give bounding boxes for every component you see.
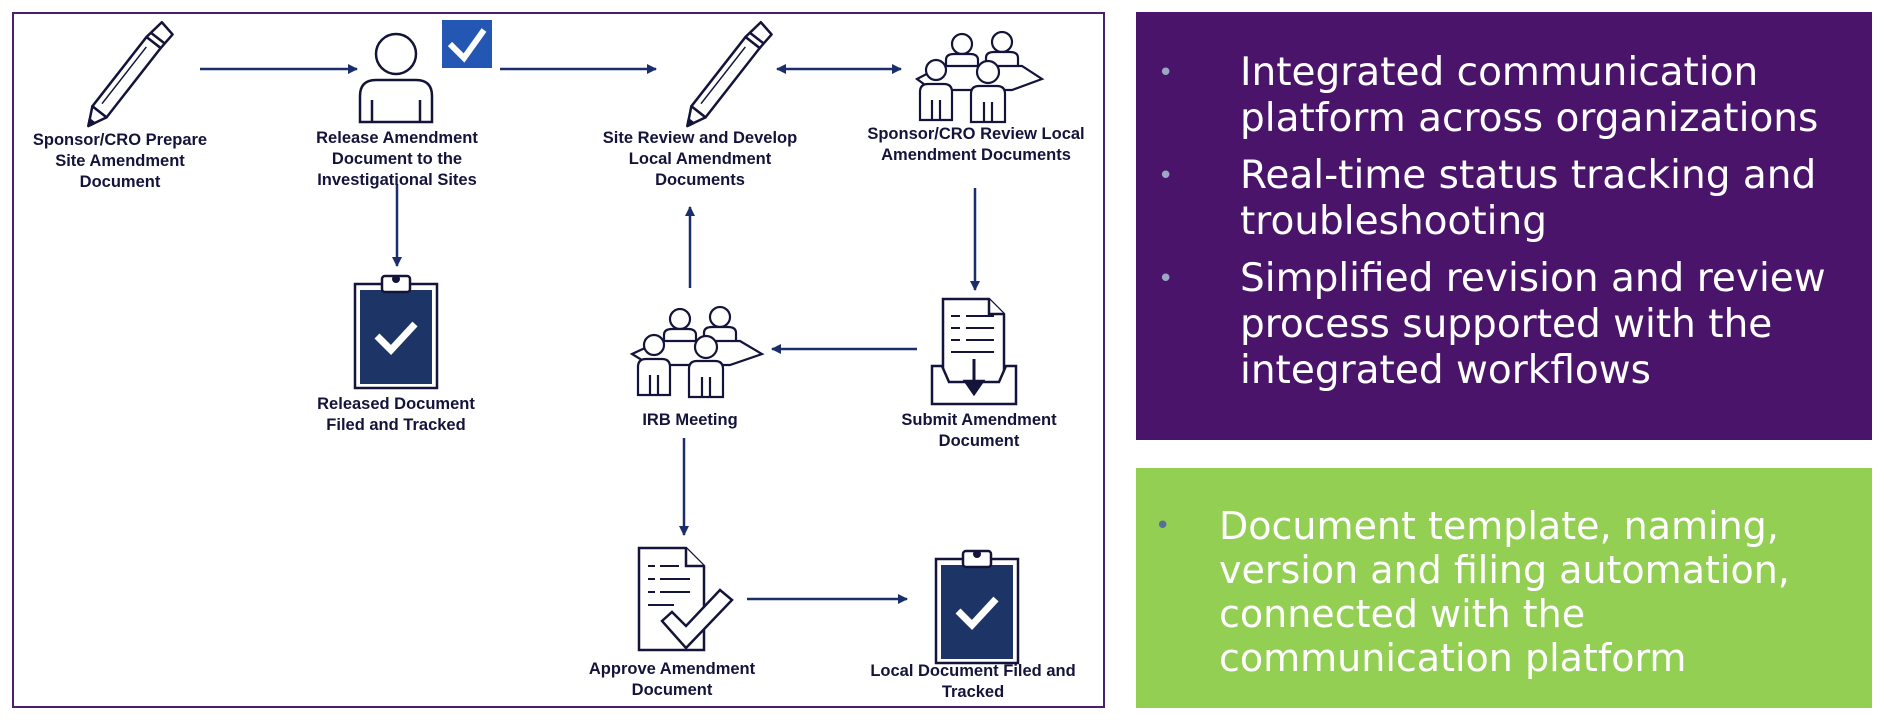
features-panel: • Integrated communication platform acros…	[1136, 12, 1872, 440]
bullet-dot-icon: •	[1158, 161, 1174, 191]
feature-bullet: • Real-time status tracking and troublesh…	[1158, 153, 1852, 245]
people-group-icon	[629, 305, 765, 399]
automation-panel: • Document template, naming, version and …	[1136, 468, 1872, 708]
feature-bullet: • Simplified revision and review process …	[1158, 256, 1852, 394]
feature-text: Real-time status tracking and troublesho…	[1240, 153, 1817, 244]
pencil-icon	[87, 20, 174, 128]
document-tray-icon	[930, 297, 1018, 406]
clipboard-check-icon	[934, 549, 1020, 665]
node-label-local-filed: Local Document Filed and Tracked	[870, 662, 1076, 701]
node-label-release: Release Amendment Document to the Invest…	[316, 129, 478, 189]
node-label-approve: Approve Amendment Document	[588, 660, 756, 699]
bullet-dot-icon: •	[1158, 58, 1174, 88]
features-list: • Integrated communication platform acros…	[1136, 12, 1872, 394]
node-label-released-filed: Released Document Filed and Tracked	[317, 395, 475, 434]
check-badge-icon	[442, 20, 492, 68]
node-label-prepare: Sponsor/CRO Prepare Site Amendment Docum…	[32, 131, 208, 191]
automation-list: • Document template, naming, version and …	[1136, 468, 1872, 680]
node-label-site-review: Site Review and Develop Local Amendment …	[602, 129, 798, 189]
node-label-submit: Submit Amendment Document	[901, 411, 1057, 450]
bullet-dot-icon: •	[1155, 511, 1171, 541]
node-label-irb: IRB Meeting	[642, 411, 738, 429]
document-check-icon	[637, 546, 734, 652]
workflow-canvas	[87, 20, 1045, 665]
people-group-icon	[914, 30, 1045, 124]
pencil-icon	[686, 20, 773, 128]
bullet-dot-icon: •	[1158, 264, 1174, 294]
feature-text: Simplified revision and review process s…	[1240, 256, 1826, 393]
feature-bullet: • Integrated communication platform acros…	[1158, 50, 1852, 142]
automation-text: Document template, naming, version and f…	[1219, 504, 1790, 680]
clipboard-check-icon	[353, 274, 439, 390]
person-check-icon	[358, 20, 492, 124]
workflow-diagram: Sponsor/CRO Prepare Site Amendment Docum…	[12, 12, 1105, 708]
feature-text: Integrated communication platform across…	[1240, 50, 1819, 141]
automation-bullet: • Document template, naming, version and …	[1155, 504, 1852, 680]
arrows	[200, 64, 980, 604]
node-label-sponsor-review: Sponsor/CRO Review Local Amendment Docum…	[867, 125, 1085, 164]
